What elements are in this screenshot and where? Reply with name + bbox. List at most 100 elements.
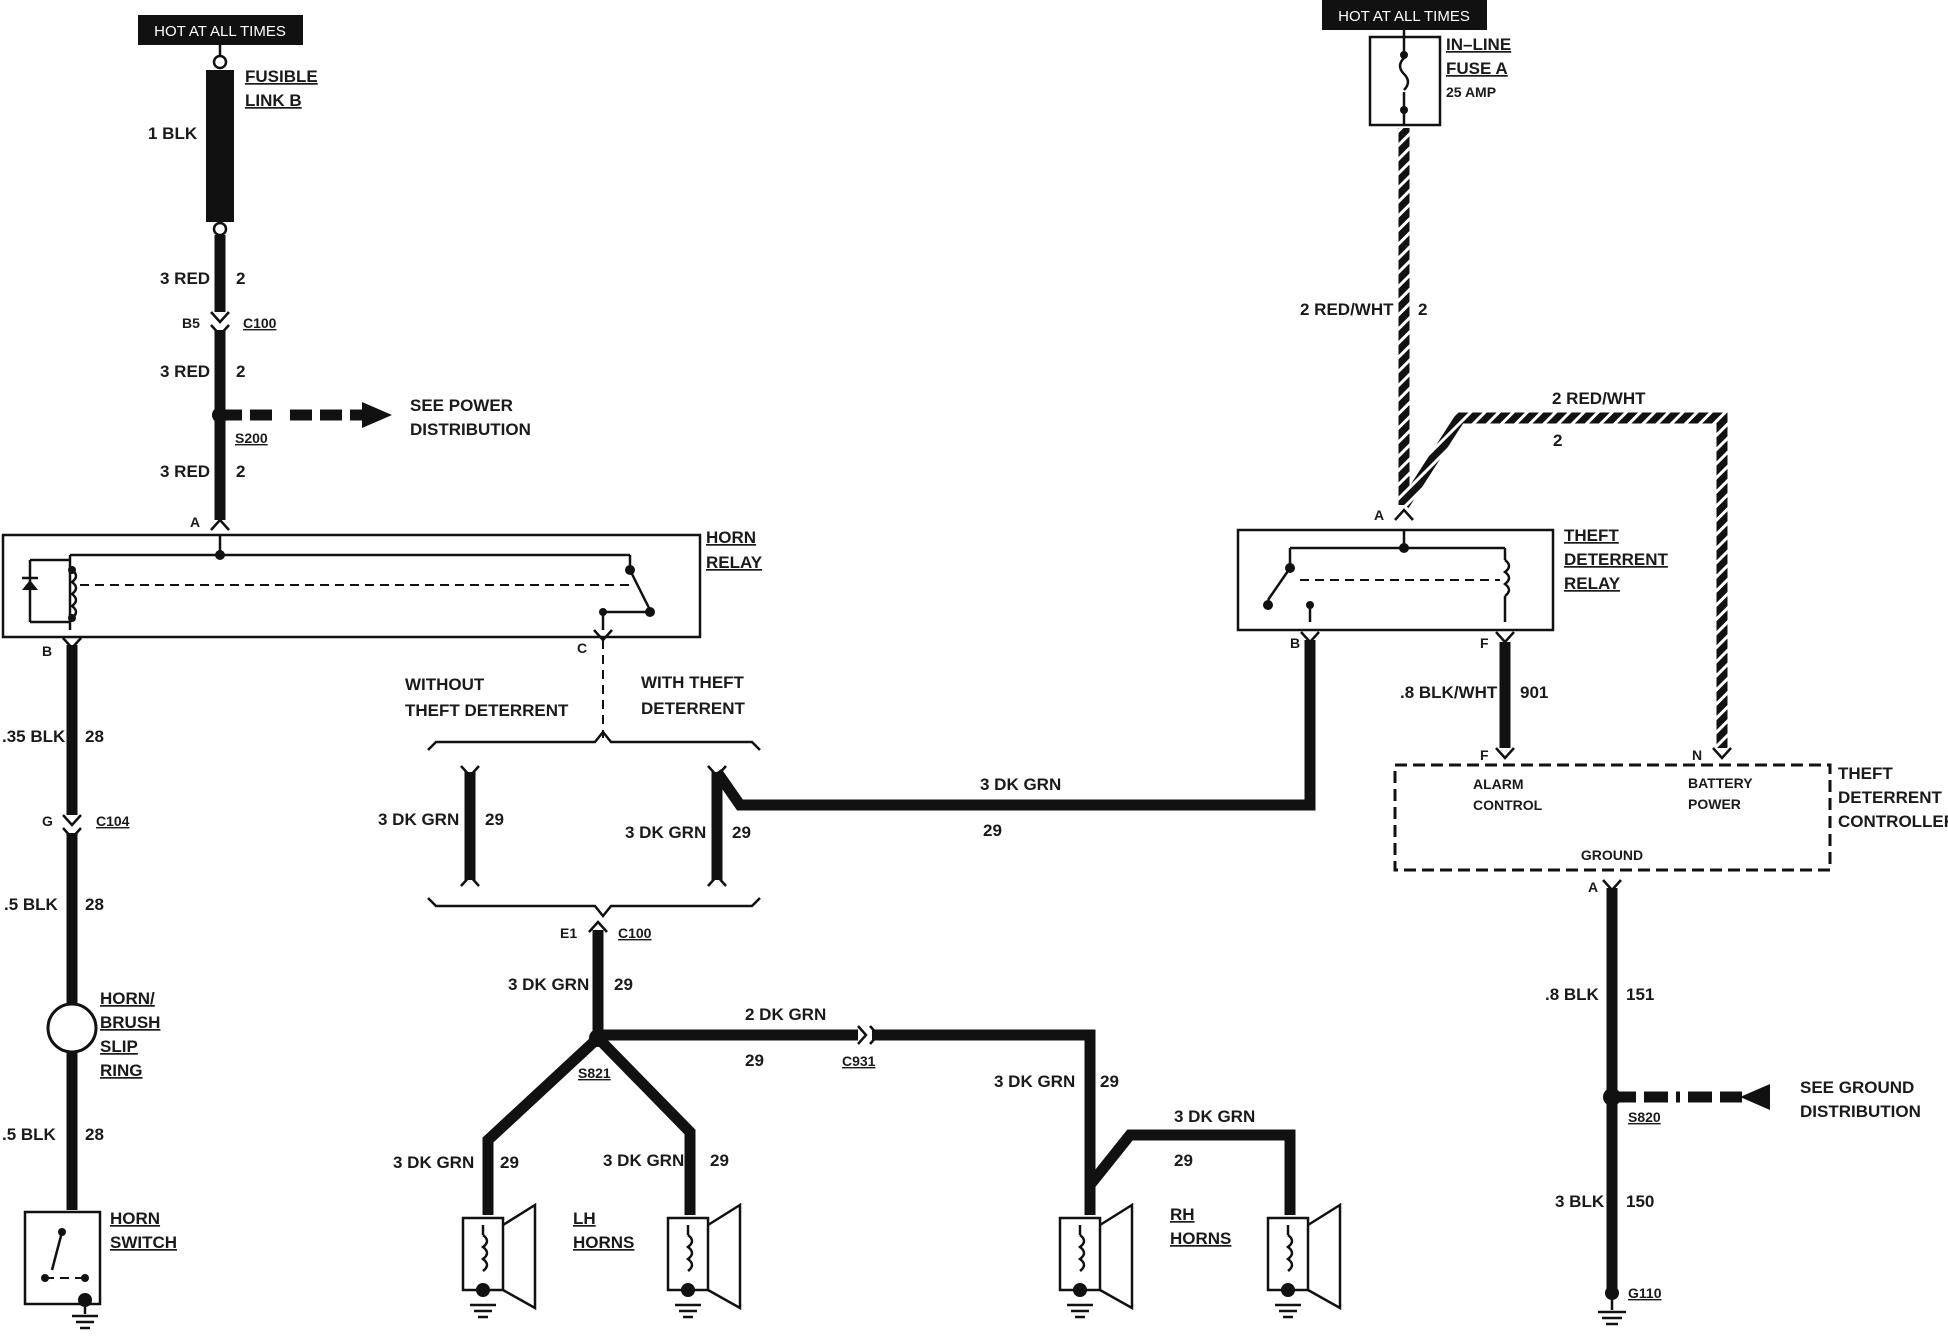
diagram-label: 29 [1174, 1151, 1193, 1170]
diagram-label: SWITCH [110, 1233, 177, 1252]
diagram-label: 2 [236, 362, 245, 381]
diagram-label: .5 BLK [4, 895, 59, 914]
diagram-label: 25 AMP [1446, 84, 1496, 100]
diagram-label: FUSIBLE [245, 67, 318, 86]
diagram-label: .8 BLK/WHT [1400, 683, 1498, 702]
diagram-label: 29 [1100, 1072, 1119, 1091]
diagram-label: 28 [85, 1125, 104, 1144]
diagram-label: FUSE A [1446, 59, 1508, 78]
diagram-label: DETERRENT [1838, 788, 1943, 807]
diagram-label: 3 RED [160, 269, 210, 288]
connector-c104: G C104 [42, 813, 130, 840]
diagram-label: 2 [1418, 300, 1427, 319]
diagram-label: C100 [243, 315, 277, 331]
connector-c100-mid: E1 C100 [560, 920, 652, 941]
diagram-label: GROUND [1581, 847, 1643, 863]
diagram-label: 29 [983, 821, 1002, 840]
arrow-left-icon [1740, 1084, 1770, 1110]
diagram-label: B [42, 643, 52, 659]
diagram-label: C [577, 640, 587, 656]
diagram-label: 29 [485, 810, 504, 829]
diagram-label: 3 DK GRN [1174, 1107, 1255, 1126]
horn-switch: HORN SWITCH [23, 1209, 177, 1330]
diagram-label: .5 BLK [2, 1125, 57, 1144]
diagram-label: DISTRIBUTION [1800, 1102, 1921, 1121]
diagram-label: 1 BLK [148, 124, 198, 143]
diagram-label: RH [1170, 1205, 1195, 1224]
diagram-label: 3 DK GRN [603, 1151, 684, 1170]
rh-horn-2 [1266, 1202, 1342, 1319]
lh-horn-2 [666, 1202, 742, 1319]
diagram-label: CONTROLLER [1838, 812, 1948, 831]
theft-deterrent-controller: ALARM CONTROL BATTERY POWER GROUND THEFT… [1393, 763, 1948, 872]
theft-deterrent-relay: THEFT DETERRENT RELAY [1236, 526, 1669, 632]
diagram-label: S820 [1628, 1109, 1661, 1125]
diagram-label: A [190, 514, 200, 530]
diagram-label: 3 RED [160, 362, 210, 381]
diagram-label: SLIP [100, 1037, 138, 1056]
diagram-label: THEFT DETERRENT [405, 701, 569, 720]
diagram-label: THEFT [1838, 764, 1893, 783]
diagram-label: 2 [236, 269, 245, 288]
diagram-label: 3 DK GRN [378, 810, 459, 829]
diagram-label: HORN [706, 528, 756, 547]
diagram-label: 2 RED/WHT [1300, 300, 1394, 319]
diagram-label: G [42, 813, 53, 829]
diagram-label: 3 DK GRN [980, 775, 1061, 794]
diagram-label: C100 [618, 925, 652, 941]
diagram-label: F [1480, 747, 1489, 763]
diagram-label: HORNS [1170, 1229, 1231, 1248]
diagram-label: 3 DK GRN [393, 1153, 474, 1172]
diagram-label: 2 DK GRN [745, 1005, 826, 1024]
fusible-link-b [206, 70, 234, 222]
diagram-label: HORN/ [100, 989, 155, 1008]
diagram-label: 29 [614, 975, 633, 994]
diagram-label: BATTERY [1688, 775, 1753, 791]
diagram-label: 28 [85, 895, 104, 914]
diagram-label: 151 [1626, 985, 1654, 1004]
diagram-label: 3 DK GRN [994, 1072, 1075, 1091]
inline-fuse-a: IN–LINE FUSE A 25 AMP [1368, 30, 1511, 127]
diagram-label: 2 RED/WHT [1552, 389, 1646, 408]
diagram-label: IN–LINE [1446, 35, 1511, 54]
diagram-label: .35 BLK [2, 727, 66, 746]
diagram-label: LH [573, 1209, 596, 1228]
diagram-label: DISTRIBUTION [410, 420, 531, 439]
diagram-label: HOT AT ALL TIMES [1338, 8, 1470, 25]
diagram-label: DETERRENT [1564, 550, 1669, 569]
ground-g110: G110 [1598, 1285, 1662, 1326]
diagram-label: 29 [745, 1051, 764, 1070]
lh-horn-1 [461, 1202, 537, 1319]
diagram-label: 29 [732, 823, 751, 842]
diagram-label: A [1374, 507, 1384, 523]
diagram-label: HOT AT ALL TIMES [154, 23, 286, 40]
diagram-label: E1 [560, 925, 577, 941]
diagram-label: B5 [182, 315, 200, 331]
diagram-label: .8 BLK [1545, 985, 1600, 1004]
diagram-label: CONTROL [1473, 797, 1543, 813]
diagram-label: HORNS [573, 1233, 634, 1252]
diagram-label: 3 DK GRN [625, 823, 706, 842]
diagram-label: F [1480, 635, 1489, 651]
diagram-label: SEE POWER [410, 396, 513, 415]
diagram-label: 29 [710, 1151, 729, 1170]
diagram-label: 3 RED [160, 462, 210, 481]
rh-horn-1 [1058, 1202, 1134, 1319]
connector-c100-top: B5 C100 [182, 311, 277, 337]
diagram-label: ALARM [1473, 776, 1524, 792]
diagram-label: 901 [1520, 683, 1548, 702]
diagram-label: RELAY [1564, 574, 1621, 593]
diagram-label: BRUSH [100, 1013, 160, 1032]
diagram-label: A [1588, 879, 1598, 895]
diagram-label: S200 [235, 430, 268, 446]
diagram-label: N [1692, 747, 1702, 763]
diagram-label: C931 [842, 1053, 876, 1069]
diagram-label: G110 [1628, 1285, 1662, 1301]
horn-relay: HORN RELAY [1, 528, 763, 639]
diagram-label: 29 [500, 1153, 519, 1172]
diagram-label: HORN [110, 1209, 160, 1228]
diagram-label: 3 DK GRN [508, 975, 589, 994]
diagram-label: 2 [1553, 431, 1562, 450]
diagram-label: C104 [96, 813, 130, 829]
